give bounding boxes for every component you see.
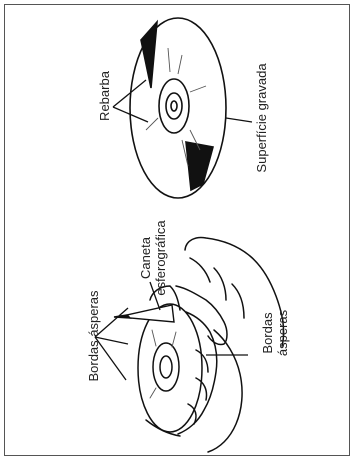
engraved-leader-line <box>226 118 252 122</box>
disc-held <box>138 304 202 432</box>
lower-finger-2 <box>196 378 207 400</box>
lower-hand-outline <box>178 312 217 434</box>
disc-center-ring <box>159 79 189 133</box>
ballpoint-pen <box>114 305 174 322</box>
upper-finger-3 <box>232 284 244 318</box>
label-engraved-surface: Superfície gravada <box>254 63 269 173</box>
label-rough-edges-right-line1: Bordas <box>260 312 275 354</box>
disc-engraved <box>130 18 226 198</box>
upper-finger-2 <box>214 268 226 300</box>
label-rough-edges-left: Bordas ásperas <box>86 290 101 382</box>
hand-bottom <box>146 420 180 436</box>
burr-mark-top <box>141 22 157 88</box>
label-pen-line2: esferográfica <box>153 220 168 296</box>
label-pen-line1: Caneta <box>138 236 153 279</box>
disc-held-center <box>153 343 179 391</box>
pen-body <box>127 305 174 322</box>
disc-held-hole <box>160 356 172 378</box>
disc-hole <box>171 101 177 111</box>
upper-finger-1 <box>190 258 210 282</box>
label-burr: Rebarba <box>97 70 112 121</box>
disc-inner-ring <box>166 93 182 119</box>
palm-outline <box>208 330 242 452</box>
label-rough-edges-right-line2: ásperas <box>275 309 290 356</box>
